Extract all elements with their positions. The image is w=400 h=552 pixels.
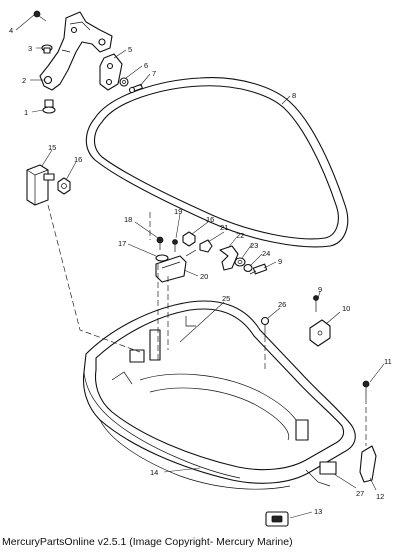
callout-2: 2 — [22, 76, 26, 85]
callout-labels: 1 2 3 4 5 6 7 8 9 9 10 11 12 13 14 15 16… — [9, 26, 392, 516]
grommet-17-part — [155, 254, 169, 262]
callout-27: 27 — [356, 489, 364, 498]
nut-16-right-part — [182, 231, 196, 247]
callout-17: 17 — [118, 239, 126, 248]
screw-19-part — [172, 239, 178, 252]
callout-21: 21 — [220, 223, 228, 232]
washer-23-part — [234, 257, 246, 267]
callout-12: 12 — [376, 492, 384, 501]
bracket-10-part — [309, 319, 331, 347]
screw-11-part — [362, 380, 370, 398]
callout-16-left: 16 — [74, 155, 82, 164]
screw-18-part — [156, 236, 164, 250]
callout-25: 25 — [222, 294, 230, 303]
bolt-9-upper-part — [249, 263, 268, 275]
grommet-3-part — [41, 44, 53, 54]
callout-14: 14 — [150, 468, 158, 477]
spring-21-part — [185, 239, 213, 257]
callout-5: 5 — [128, 45, 132, 54]
washer-24-part — [243, 263, 253, 273]
latch-bracket-part — [39, 11, 113, 91]
callout-8: 8 — [292, 91, 296, 100]
callout-18: 18 — [124, 215, 132, 224]
callout-13: 13 — [314, 507, 322, 516]
lower-cowl-14-part — [82, 300, 356, 490]
latch-block-15-part — [26, 164, 55, 206]
seal-gasket-part — [85, 77, 349, 248]
callout-3: 3 — [28, 44, 32, 53]
callout-26: 26 — [278, 300, 286, 309]
callout-23: 23 — [250, 241, 258, 250]
fastener-1-part — [42, 99, 56, 114]
screw-7-part — [128, 83, 143, 94]
callout-15: 15 — [48, 143, 56, 152]
latch-pad-13-part — [265, 511, 289, 527]
screw-9-lower-part — [313, 295, 319, 312]
callout-24: 24 — [262, 249, 270, 258]
callout-7: 7 — [152, 69, 156, 78]
callout-19: 19 — [174, 207, 182, 216]
callout-10: 10 — [342, 304, 350, 313]
callout-4: 4 — [9, 26, 13, 35]
callout-20: 20 — [200, 272, 208, 281]
callout-9-upper: 9 — [278, 257, 282, 266]
screw-4-part — [33, 10, 47, 22]
nut-16-left-part — [57, 177, 71, 195]
link-5-part — [99, 53, 123, 91]
callout-1: 1 — [24, 108, 28, 117]
washer-6-part — [119, 77, 129, 87]
hook-22-part — [219, 245, 239, 271]
callout-6: 6 — [144, 61, 148, 70]
callout-11: 11 — [384, 357, 392, 366]
callout-16-right: 16 — [206, 215, 214, 224]
leader-lines — [15, 14, 385, 519]
copyright-caption: MercuryPartsOnline v2.5.1 (Image Copyrig… — [2, 536, 293, 548]
screw-26-part — [260, 316, 270, 336]
callout-22: 22 — [236, 231, 244, 240]
alignment-line-latch — [47, 204, 141, 353]
hook-12-part — [359, 445, 377, 483]
bracket-20-part — [155, 255, 187, 283]
callout-9-lower: 9 — [318, 285, 322, 294]
